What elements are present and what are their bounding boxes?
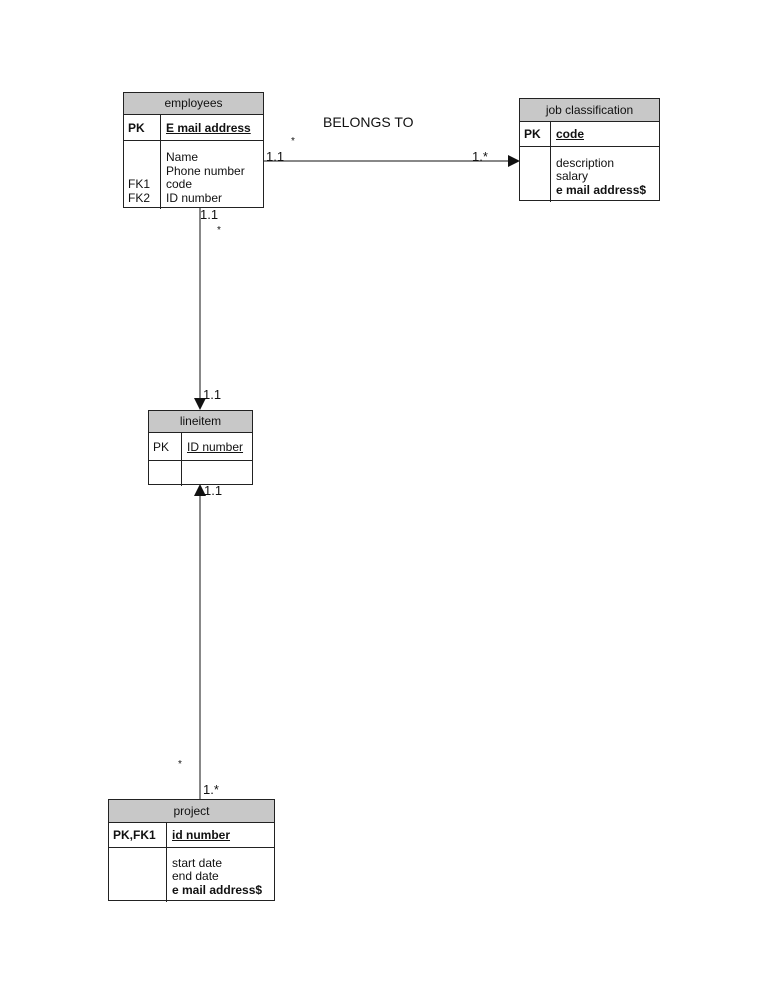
key-column — [109, 848, 167, 902]
entity-title: employees — [124, 93, 263, 115]
key-column — [149, 461, 182, 486]
attribute: salary — [556, 169, 589, 183]
multiplicity-emp-line-bottom: 1.1 — [203, 387, 222, 402]
attribute: ID number — [166, 190, 223, 205]
multiplicity-line-proj-bottom: 1.* — [203, 782, 219, 797]
attribute-column: description salary e mail address$ — [551, 147, 651, 202]
multiplicity-emp-line-top: 1.1 — [200, 207, 219, 222]
pk-label: PK,FK1 — [109, 823, 167, 847]
attribute-column: start date end date e mail address$ — [167, 848, 267, 902]
key-column: FK1 FK2 — [124, 141, 161, 209]
attribute: Phone number — [166, 163, 245, 178]
primary-key-attribute: E mail address — [166, 120, 251, 135]
attribute: e mail address$ — [556, 182, 647, 197]
arrowhead-job-classification — [508, 155, 520, 167]
multiplicity-star: * — [217, 225, 221, 236]
attribute: description — [556, 155, 615, 170]
attribute-column: Name Phone number code ID number — [161, 141, 250, 209]
relationship-label: BELONGS TO — [323, 114, 414, 130]
entity-title: job classification — [520, 99, 659, 122]
multiplicity-star: * — [178, 759, 182, 770]
primary-key-attribute: id number — [172, 828, 231, 842]
arrowhead-lineitem-bottom — [194, 484, 206, 496]
key-column — [520, 147, 551, 202]
attribute: start date — [172, 855, 223, 870]
pk-label: PK — [520, 122, 551, 146]
pk-label: PK — [149, 433, 182, 460]
multiplicity-star: * — [291, 136, 295, 147]
entity-lineitem: lineitem PK ID number — [148, 410, 253, 486]
pk-label: PK — [124, 115, 161, 140]
entity-job-classification: job classification PK code description s… — [519, 98, 660, 202]
key-label: FK1 — [128, 177, 151, 191]
attribute: end date — [172, 869, 219, 883]
attribute: code — [166, 177, 193, 191]
entity-title: project — [109, 800, 274, 823]
multiplicity-line-proj-top: 1.1 — [204, 483, 223, 498]
attribute: Name — [166, 150, 199, 164]
entity-project: project PK,FK1 id number start date end … — [108, 799, 275, 902]
arrowhead-lineitem-top — [194, 398, 206, 410]
key-label: FK2 — [128, 190, 151, 205]
attribute-column — [182, 461, 192, 486]
primary-key-attribute: code — [556, 127, 585, 141]
entity-title: lineitem — [149, 411, 252, 433]
entity-employees: employees PK E mail address FK1 FK2 Name… — [123, 92, 264, 209]
attribute: e mail address$ — [172, 882, 263, 897]
multiplicity-emp-job-left: 1.1 — [266, 149, 285, 164]
primary-key-attribute: ID number — [187, 439, 244, 454]
multiplicity-emp-job-right: 1.* — [472, 149, 488, 164]
